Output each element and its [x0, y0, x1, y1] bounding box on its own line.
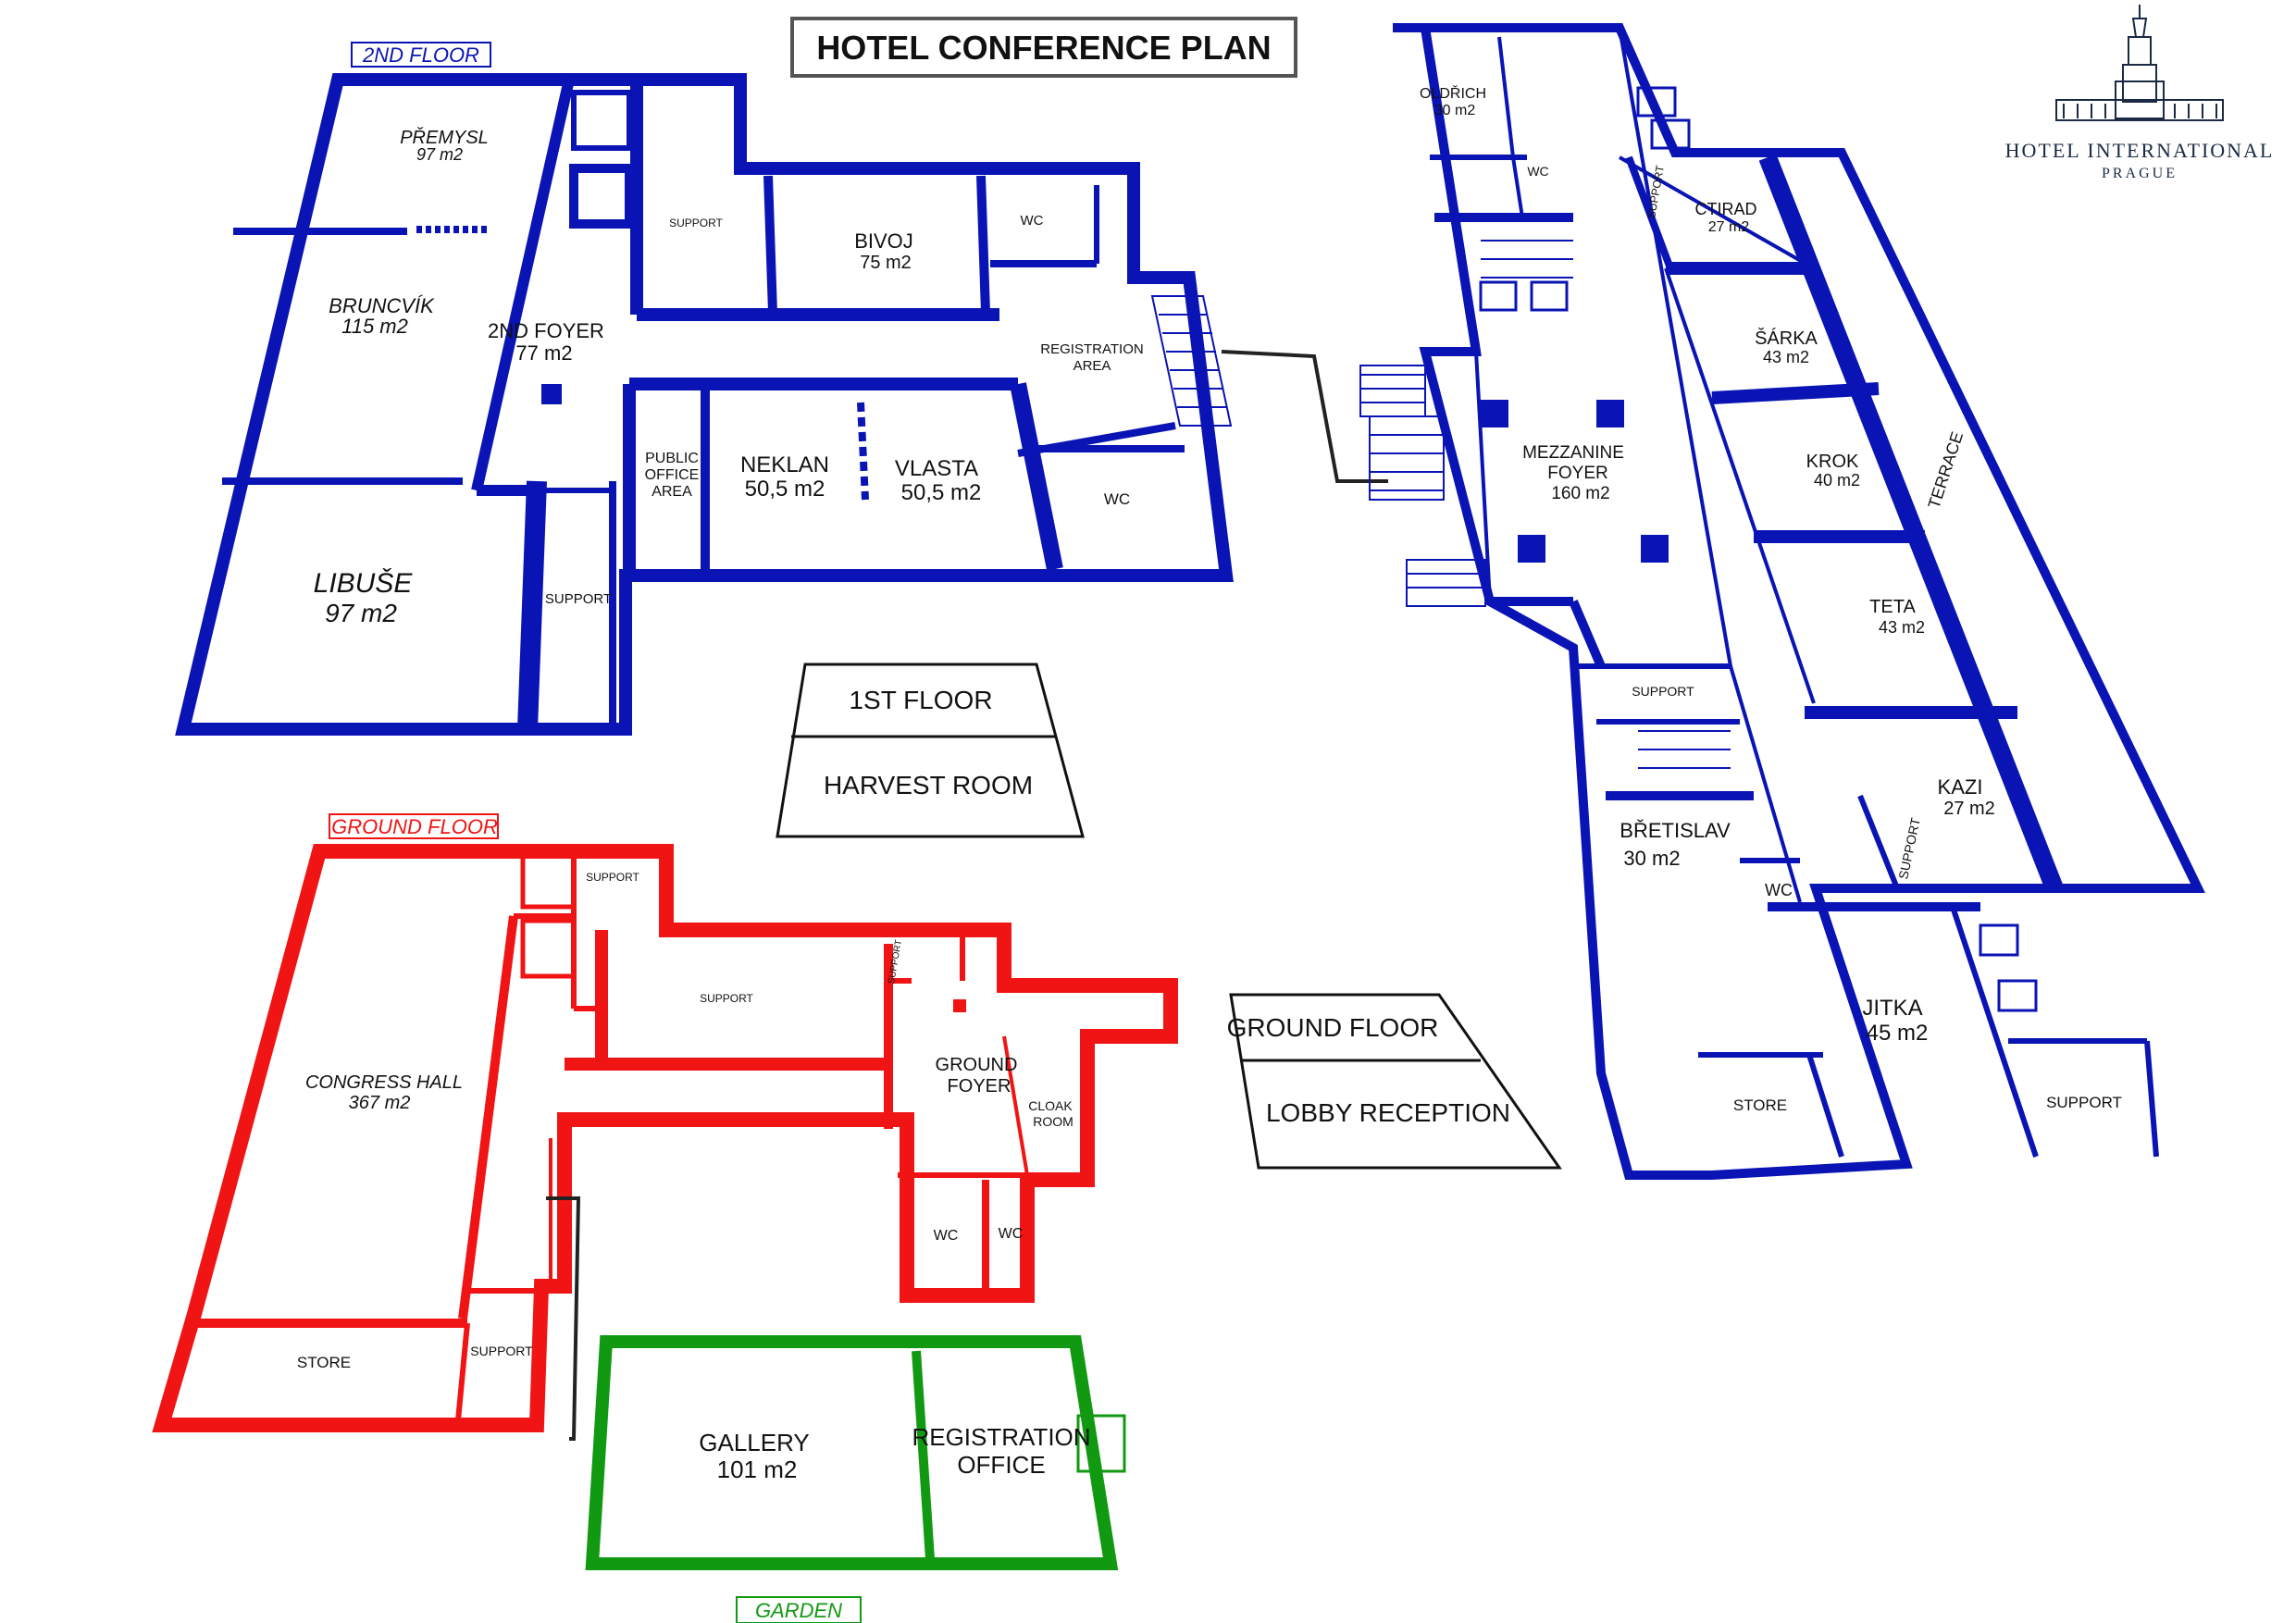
plan-title: HOTEL CONFERENCE PLAN	[816, 29, 1271, 67]
hotel-tower-logo-icon	[2055, 5, 2224, 121]
ground-floor-plan: GROUND FLOOR SUPPORT SUPPORT CONG	[152, 813, 1178, 1441]
room-area-bretislav: 30 m2	[1623, 847, 1680, 870]
registration-area-line1: REGISTRATION	[1040, 341, 1143, 357]
brand-name: HOTEL INTERNATIONAL	[2005, 139, 2275, 162]
room-area-neklan: 50,5 m2	[745, 477, 825, 502]
ground-floor-tag-box	[329, 813, 499, 839]
support-label-gf-bottom: SUPPORT	[470, 1344, 533, 1358]
support-label-2f-top: SUPPORT	[669, 217, 723, 229]
registration-office-line2: OFFICE	[957, 1451, 1045, 1479]
legend-first-floor: 1ST FLOOR HARVEST ROOM	[776, 663, 1085, 838]
terrace-label: TERRACE	[1924, 429, 1967, 511]
room-name-vlasta: VLASTA	[895, 456, 978, 481]
second-floor-tag-box	[351, 42, 491, 68]
public-office-line1: PUBLIC	[645, 451, 699, 466]
ground-foyer-line2: FOYER	[948, 1076, 1011, 1096]
room-area-sarka: 43 m2	[1763, 348, 1809, 366]
mezzanine-area: 160 m2	[1551, 484, 1609, 503]
wc-label-oldrich: WC	[1527, 164, 1548, 179]
legend-ground-floor-bottom: LOBBY RECEPTION	[1266, 1098, 1510, 1127]
room-name-jitka: JITKA	[1862, 996, 1922, 1021]
room-name-oldrich: OLDŘICH	[1420, 84, 1486, 102]
store-label-gf: STORE	[297, 1354, 351, 1371]
legend-ground-floor-top: GROUND FLOOR	[1227, 1013, 1439, 1042]
room-area-bivoj: 75 m2	[860, 253, 912, 273]
support-label-mezzanine: SUPPORT	[1632, 684, 1694, 699]
room-area-congress-hall: 367 m2	[349, 1093, 411, 1113]
room-area-premysl: 97 m2	[416, 145, 463, 164]
first-floor-plan: OLDŘICH 30 m2 WC CTIRAD 27 m2 ŠÁRKA 43 m…	[1359, 23, 2205, 1180]
garden-tag-box	[736, 1596, 862, 1623]
store-label-1f: STORE	[1733, 1096, 1787, 1114]
legend-ground-floor: GROUND FLOOR LOBBY RECEPTION	[1227, 993, 1562, 1170]
second-floor-plan: 2ND FLOOR	[175, 42, 1388, 736]
room-area-2nd-foyer: 77 m2	[515, 341, 572, 365]
support-label-gf-top: SUPPORT	[586, 871, 639, 884]
support-label-2f-bottom: SUPPORT	[545, 591, 612, 607]
room-area-teta: 43 m2	[1879, 618, 1925, 637]
room-name-kazi: KAZI	[1938, 775, 1983, 799]
wc-label-gf-left: WC	[934, 1228, 959, 1244]
registration-area-line2: AREA	[1074, 358, 1111, 374]
cloak-room-line1: CLOAK	[1028, 1098, 1073, 1113]
wc-label-gf-right: WC	[999, 1226, 1024, 1242]
room-name-premysl: PŘEMYSL	[400, 127, 489, 148]
mezzanine-line2: FOYER	[1547, 464, 1607, 483]
room-name-bruncvik: BRUNCVÍK	[329, 294, 435, 317]
room-area-krok: 40 m2	[1814, 471, 1860, 489]
room-name-krok: KROK	[1806, 452, 1859, 472]
garden-tag: GARDEN	[755, 1599, 842, 1622]
brand-city: PRAGUE	[2102, 166, 2178, 181]
support-label-gf-mid: SUPPORT	[700, 992, 753, 1005]
room-name-ctirad: CTIRAD	[1695, 200, 1757, 218]
public-office-line3: AREA	[652, 484, 692, 500]
legend-first-floor-top: 1ST FLOOR	[849, 686, 992, 714]
room-name-teta: TETA	[1869, 597, 1916, 617]
room-name-neklan: NEKLAN	[740, 452, 829, 477]
room-name-congress-hall: CONGRESS HALL	[305, 1072, 463, 1093]
mezzanine-line1: MEZZANINE	[1522, 443, 1624, 463]
room-area-gallery: 101 m2	[717, 1456, 798, 1483]
legend-first-floor-bottom: HARVEST ROOM	[824, 771, 1033, 799]
support-label-kazi: SUPPORT	[1895, 816, 1923, 881]
room-area-jitka: 45 m2	[1867, 1021, 1929, 1046]
wc-label-bretislav: WC	[1765, 881, 1793, 899]
wc-label-2f-bottom: WC	[1104, 490, 1130, 508]
ground-foyer-line1: GROUND	[936, 1055, 1018, 1075]
room-name-2nd-foyer: 2ND FOYER	[488, 319, 604, 342]
room-name-sarka: ŠÁRKA	[1755, 328, 1818, 349]
support-label-jitka: SUPPORT	[2046, 1094, 2122, 1111]
second-floor-outline	[175, 73, 1234, 736]
second-floor-tag: 2ND FLOOR	[362, 43, 479, 67]
room-name-bivoj: BIVOJ	[854, 229, 913, 253]
room-area-oldrich: 30 m2	[1434, 103, 1476, 118]
room-area-bruncvik: 115 m2	[341, 315, 408, 338]
room-area-kazi: 27 m2	[1943, 799, 1995, 819]
wc-label-2f-top: WC	[1021, 213, 1044, 229]
room-area-ctirad: 27 m2	[1708, 219, 1750, 235]
registration-office-line1: REGISTRATION	[912, 1423, 1090, 1451]
garden-plan: GARDEN GALLERY 101 m2 REGISTRATION OFFIC…	[585, 1335, 1126, 1623]
cloak-room-line2: ROOM	[1033, 1114, 1074, 1129]
public-office-line2: OFFICE	[645, 467, 700, 483]
room-name-gallery: GALLERY	[699, 1429, 809, 1456]
plan-title-box: HOTEL CONFERENCE PLAN	[790, 17, 1297, 78]
room-area-libuse: 97 m2	[325, 599, 397, 627]
room-area-vlasta: 50,5 m2	[901, 480, 982, 505]
room-name-libuse: LIBUŠE	[314, 567, 414, 599]
room-name-bretislav: BŘETISLAV	[1620, 819, 1731, 842]
ground-floor-tag: GROUND FLOOR	[331, 815, 498, 838]
